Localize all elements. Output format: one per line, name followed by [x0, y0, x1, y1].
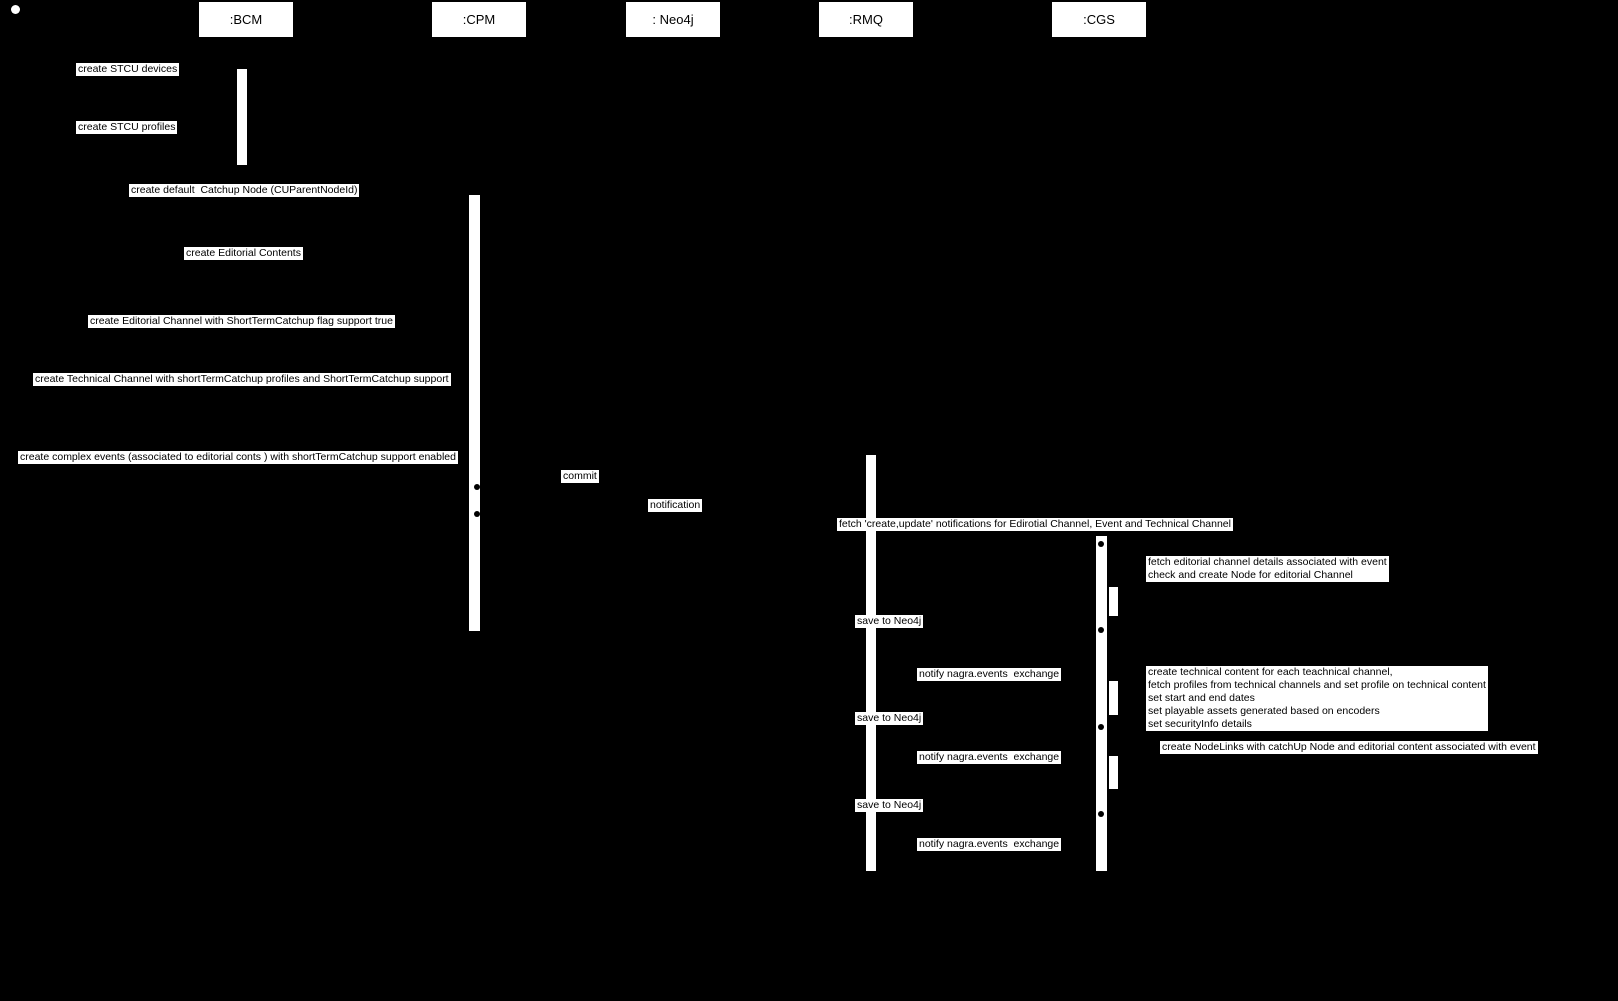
activation-bar-cgs [1109, 587, 1118, 616]
message-label: save to Neo4j [855, 799, 924, 812]
note-line: fetch profiles from technical channels a… [1148, 679, 1486, 691]
endpoint-dot [1098, 811, 1104, 817]
message-label: notify nagra.events exchange [917, 838, 1062, 851]
lifeline-cgs [1099, 37, 1100, 975]
message-label: create default Catchup Node (CUParentNod… [129, 184, 360, 197]
activation-bar-cpm [469, 195, 480, 631]
message-label: notify nagra.events exchange [917, 751, 1062, 764]
activation-bar-cgs [1109, 681, 1118, 715]
activation-bar-rmq [866, 455, 876, 871]
lifeline-header-bcm: :BCM [199, 2, 293, 37]
note-label: fetch editorial channel details associat… [1146, 556, 1389, 582]
message-label: create Editorial Channel with ShortTermC… [88, 315, 395, 328]
endpoint-dot [1098, 627, 1104, 633]
lifeline-header-neo4j: : Neo4j [626, 2, 720, 37]
message-label: notify nagra.events exchange [917, 668, 1062, 681]
endpoint-dot [474, 511, 480, 517]
message-label: create complex events (associated to edi… [18, 451, 458, 464]
note-label: create technical content for each teachn… [1146, 666, 1488, 731]
lifeline-bcm [246, 37, 247, 975]
lifeline-header-cpm: :CPM [432, 2, 526, 37]
start-node-dot [11, 5, 20, 14]
message-label: create STCU devices [76, 63, 180, 76]
message-label: save to Neo4j [855, 615, 924, 628]
note-line: create technical content for each teachn… [1148, 666, 1393, 678]
note-line: set securityInfo details [1148, 718, 1252, 730]
message-label: commit [561, 470, 599, 483]
message-label: create Editorial Contents [184, 247, 303, 260]
note-line: fetch editorial channel details associat… [1148, 556, 1387, 568]
message-label: create NodeLinks with catchUp Node and e… [1160, 741, 1538, 754]
endpoint-dot [474, 484, 480, 490]
endpoint-dot [1098, 541, 1104, 547]
lifeline-header-cgs: :CGS [1052, 2, 1146, 37]
activation-bar-cgs [1096, 536, 1107, 871]
message-label: fetch 'create,update' notifications for … [837, 518, 1233, 531]
note-line: set playable assets generated based on e… [1148, 705, 1380, 717]
endpoint-dot [1098, 724, 1104, 730]
message-label: create Technical Channel with shortTermC… [33, 373, 451, 386]
activation-bar-cgs [1109, 756, 1118, 789]
lifeline-header-rmq: :RMQ [819, 2, 913, 37]
message-label: create STCU profiles [76, 121, 178, 134]
message-label: save to Neo4j [855, 712, 924, 725]
activation-bar-bcm [237, 69, 247, 165]
message-label: notification [648, 499, 703, 512]
note-line: set start and end dates [1148, 692, 1255, 704]
note-line: check and create Node for editorial Chan… [1148, 569, 1353, 581]
